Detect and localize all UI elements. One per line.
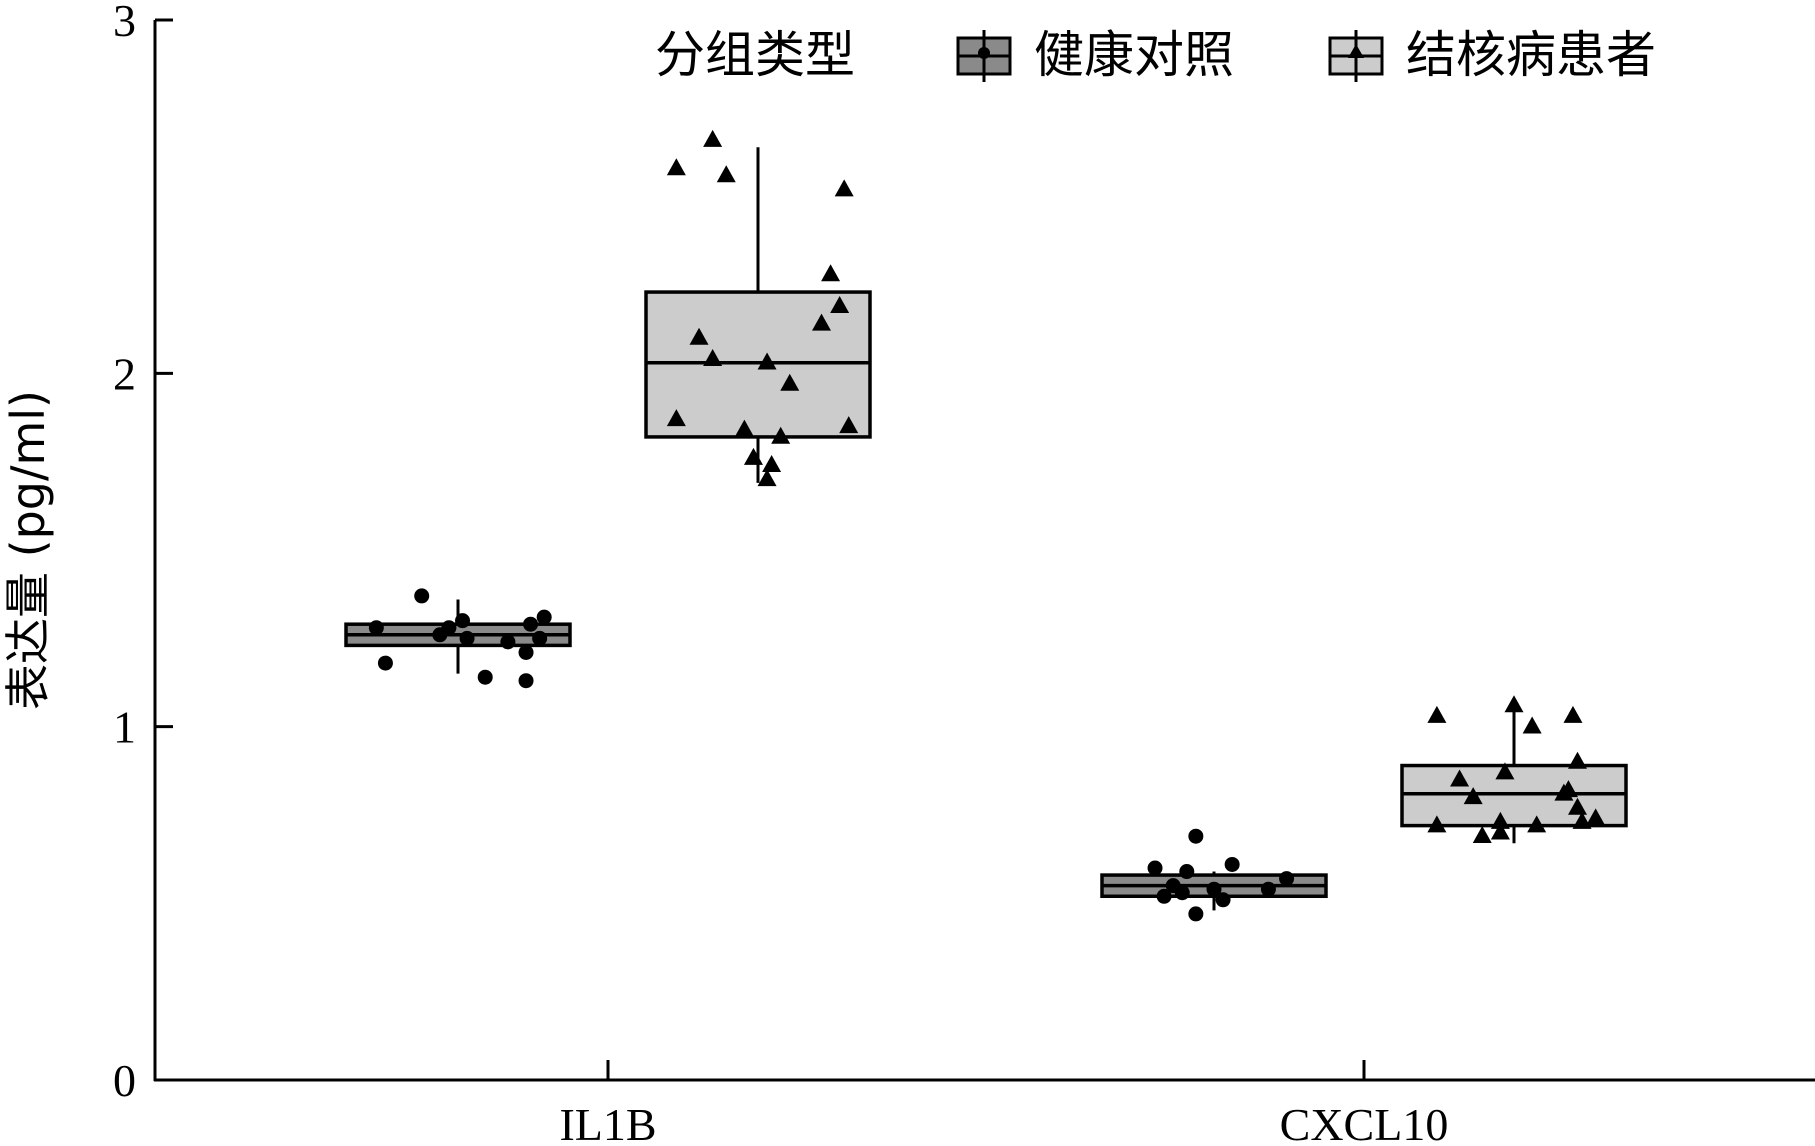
data-point-circle (518, 644, 534, 660)
data-point-triangle (821, 264, 841, 282)
data-point-triangle (812, 313, 832, 331)
data-point-triangle (1472, 826, 1492, 843)
y-ticks: 0 1 2 3 (113, 0, 173, 1106)
data-point-triangle (1495, 762, 1515, 780)
data-point-circle (1188, 906, 1204, 922)
y-axis-title: 表达量 (pg/ml) (1, 390, 55, 710)
data-point-triangle (1490, 811, 1510, 829)
data-point-circle (1215, 892, 1231, 908)
boxes-layer (344, 147, 1628, 911)
data-point-triangle (1568, 797, 1588, 815)
y-tick-label: 1 (113, 702, 136, 753)
legend-key-tb (1328, 30, 1384, 82)
data-point-triangle (666, 409, 686, 427)
legend: 分组类型 健康对照 结核病患者 (655, 26, 1656, 84)
data-point-triangle (703, 129, 723, 147)
data-point-circle (500, 634, 516, 650)
data-point-circle (1260, 881, 1276, 897)
data-point-circle (532, 630, 548, 646)
box-IL1B-1 (644, 147, 872, 483)
data-point-circle (477, 669, 493, 685)
data-point-circle (368, 620, 384, 636)
y-tick-label: 2 (113, 348, 136, 399)
data-point-circle (1174, 885, 1190, 901)
data-point-triangle (771, 426, 791, 444)
data-point-triangle (757, 469, 777, 487)
legend-circle-marker (978, 47, 990, 59)
data-point-circle (1156, 888, 1172, 904)
data-point-circle (523, 616, 539, 632)
data-point-circle (518, 673, 534, 689)
box-CXCL10-1 (1400, 709, 1628, 844)
data-point-triangle (1427, 705, 1447, 723)
x-ticks: IL1B CXCL10 (559, 1060, 1448, 1146)
data-point-triangle (1490, 822, 1510, 840)
data-point-circle (1188, 828, 1204, 844)
box-body (644, 290, 872, 439)
data-point-circle (459, 630, 475, 646)
box-body (1400, 763, 1628, 828)
data-point-triangle (780, 373, 800, 391)
legend-key-healthy (956, 30, 1012, 82)
data-point-triangle (1504, 695, 1524, 713)
data-point-triangle (757, 352, 777, 370)
legend-triangle-marker (1348, 44, 1364, 58)
data-point-triangle (689, 327, 709, 345)
data-point-triangle (1563, 705, 1583, 723)
data-point-triangle (1558, 780, 1578, 798)
data-point-triangle (716, 165, 736, 183)
data-point-triangle (734, 419, 754, 437)
data-point-triangle (834, 179, 854, 197)
legend-label-healthy: 健康对照 (1034, 26, 1234, 84)
legend-title: 分组类型 (655, 26, 855, 84)
y-tick-label: 3 (113, 0, 136, 46)
data-point-triangle (1586, 808, 1606, 826)
data-point-circle (1206, 881, 1222, 897)
x-tick-label: IL1B (559, 1099, 656, 1146)
data-point-triangle (762, 455, 782, 472)
x-tick-label: CXCL10 (1280, 1099, 1449, 1146)
data-point-triangle (1450, 769, 1470, 787)
data-point-circle (536, 609, 552, 625)
data-point-triangle (1427, 815, 1447, 833)
data-point-triangle (703, 349, 723, 366)
data-point-circle (1279, 871, 1295, 887)
data-point-circle (441, 620, 457, 636)
data-point-triangle (830, 296, 850, 313)
data-point-triangle (1568, 751, 1588, 769)
legend-label-tb: 结核病患者 (1406, 26, 1656, 84)
data-point-circle (414, 588, 430, 604)
data-point-circle (1179, 864, 1195, 880)
data-point-triangle (666, 158, 686, 176)
data-point-triangle (1463, 787, 1483, 805)
data-point-triangle (839, 416, 859, 434)
data-point-triangle (743, 447, 763, 465)
data-point-circle (455, 613, 471, 629)
y-tick-label: 0 (113, 1055, 136, 1106)
data-point-triangle (1527, 815, 1547, 833)
points-layer (368, 129, 1606, 922)
data-point-triangle (1522, 716, 1542, 734)
data-point-circle (377, 655, 393, 671)
data-point-circle (1224, 856, 1240, 872)
data-point-circle (1147, 860, 1163, 876)
